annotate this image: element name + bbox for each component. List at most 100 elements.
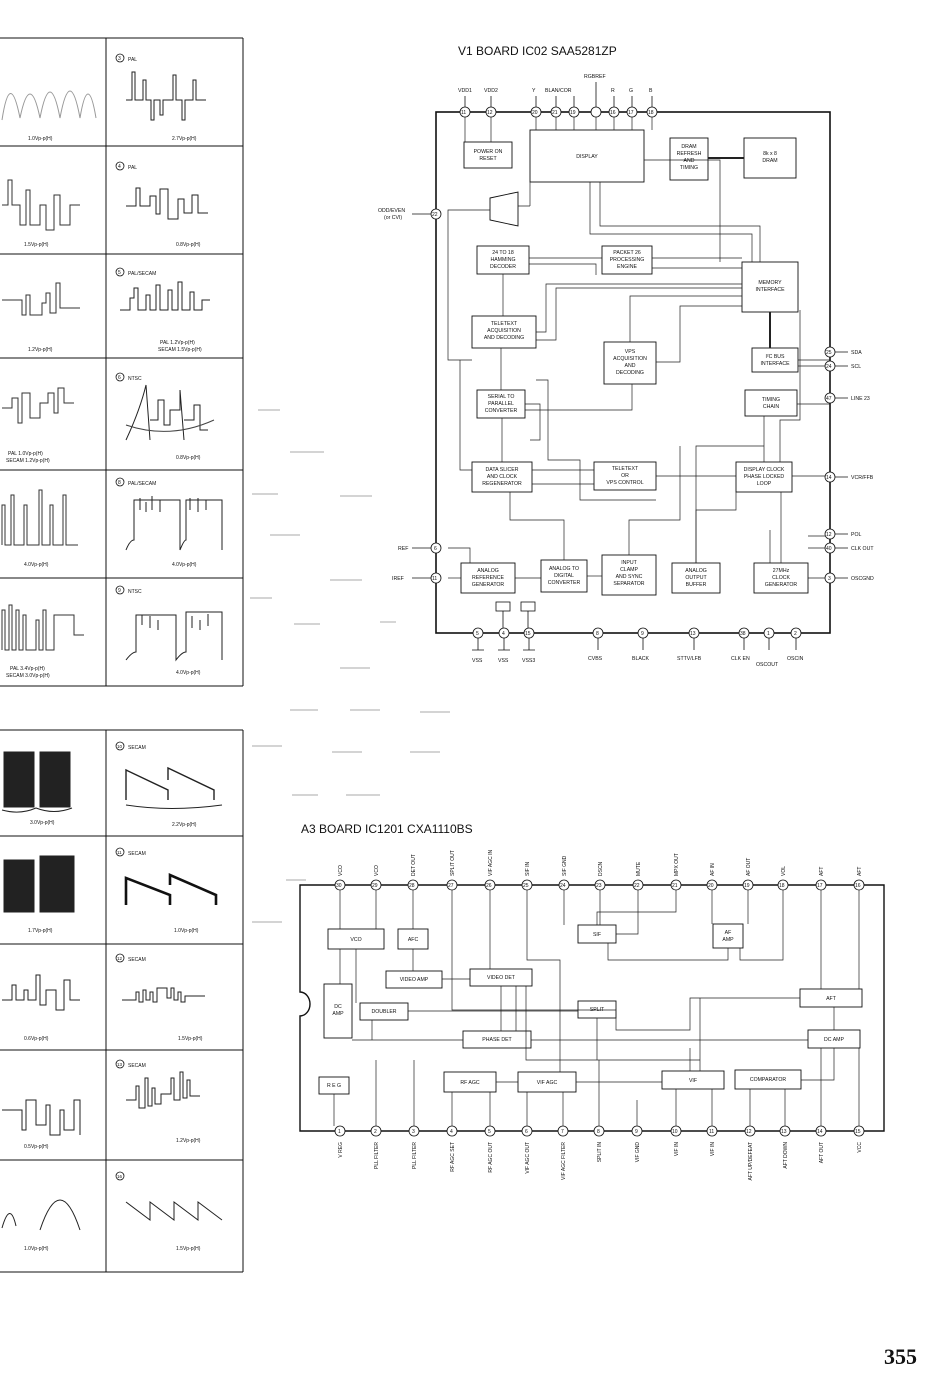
a3-ic-outline bbox=[299, 884, 885, 1132]
svg-text:PAL: PAL bbox=[128, 165, 137, 171]
svg-text:Y: Y bbox=[532, 88, 536, 94]
svg-text:14: 14 bbox=[817, 1129, 823, 1135]
svg-text:AMP: AMP bbox=[722, 937, 734, 943]
v1-bottom-pins bbox=[472, 601, 802, 651]
svg-text:ENGINE: ENGINE bbox=[617, 264, 637, 270]
waveform-cell-6: 6 NTSC 0.8Vp-p(H) bbox=[115, 372, 215, 461]
copy-artifacts bbox=[250, 409, 450, 923]
svg-text:DECODER: DECODER bbox=[490, 264, 516, 270]
svg-text:SPLIT OUT: SPLIT OUT bbox=[450, 850, 456, 876]
a3-top-pin-labels: VCO VCO DET OUT SPLIT OUT VIF AGC IN SIF… bbox=[338, 849, 863, 876]
v1-left-pin-labels: 22 6 11 ODD/EVEN (or CVI) REF IREF bbox=[378, 208, 438, 582]
svg-text:REGENERATOR: REGENERATOR bbox=[482, 481, 522, 487]
svg-text:21: 21 bbox=[552, 110, 558, 116]
svg-text:9: 9 bbox=[641, 631, 644, 637]
svg-text:R E G: R E G bbox=[327, 1083, 341, 1089]
svg-text:17: 17 bbox=[817, 883, 823, 889]
svg-text:10: 10 bbox=[672, 1129, 678, 1135]
svg-text:DISPLAY CLOCK: DISPLAY CLOCK bbox=[744, 467, 785, 473]
svg-text:DOUBLER: DOUBLER bbox=[371, 1009, 396, 1015]
a3-diagram-title: A3 BOARD IC1201 CXA1110BS bbox=[301, 822, 473, 836]
svg-text:COMPARATOR: COMPARATOR bbox=[750, 1077, 787, 1083]
v1-data-slicer bbox=[471, 461, 533, 493]
svg-text:21: 21 bbox=[672, 883, 678, 889]
waveform-cell-11: 11 SECAM 1.0Vp-p(H) bbox=[115, 847, 218, 934]
svg-text:6: 6 bbox=[434, 546, 437, 552]
svg-text:REFRESH: REFRESH bbox=[677, 151, 702, 157]
svg-text:SECAM: SECAM bbox=[128, 957, 146, 963]
svg-text:12: 12 bbox=[117, 956, 123, 961]
a3-doubler bbox=[359, 1002, 409, 1021]
svg-text:PLL FILTER: PLL FILTER bbox=[412, 1142, 418, 1169]
svg-text:PAL 3.4Vp-p(H): PAL 3.4Vp-p(H) bbox=[10, 666, 45, 672]
svg-text:DECODING: DECODING bbox=[616, 370, 644, 376]
svg-text:NTSC: NTSC bbox=[128, 376, 142, 382]
svg-text:0.8Vp-p(H): 0.8Vp-p(H) bbox=[176, 242, 201, 248]
a3-dc-amp-left bbox=[323, 983, 353, 1039]
waveform-cell-4: 4 PAL 0.8Vp-p(H) bbox=[115, 161, 208, 248]
svg-text:27: 27 bbox=[448, 883, 454, 889]
svg-text:SEPARATOR: SEPARATOR bbox=[613, 581, 644, 587]
svg-text:SECAM 3.0Vp-p(H): SECAM 3.0Vp-p(H) bbox=[6, 673, 50, 679]
a3-vif bbox=[661, 1070, 725, 1090]
v1-packet bbox=[601, 245, 653, 275]
svg-text:18: 18 bbox=[648, 110, 654, 116]
svg-text:ANALOG: ANALOG bbox=[477, 568, 499, 574]
svg-text:VIDEO AMP: VIDEO AMP bbox=[400, 977, 429, 983]
svg-text:OR: OR bbox=[621, 473, 629, 479]
svg-text:12: 12 bbox=[487, 110, 493, 116]
svg-text:5: 5 bbox=[476, 631, 479, 637]
svg-text:DRAM: DRAM bbox=[762, 158, 777, 164]
svg-text:VIF GND: VIF GND bbox=[635, 1142, 641, 1163]
svg-text:12: 12 bbox=[746, 1129, 752, 1135]
svg-text:2.2Vp-p(H): 2.2Vp-p(H) bbox=[172, 822, 197, 828]
waveform-sine bbox=[1, 90, 97, 121]
svg-text:16: 16 bbox=[855, 883, 861, 889]
svg-text:7: 7 bbox=[561, 1129, 564, 1135]
svg-text:DC: DC bbox=[334, 1004, 342, 1010]
svg-text:22: 22 bbox=[432, 212, 438, 218]
svg-text:CVBS: CVBS bbox=[588, 656, 603, 662]
svg-text:GENERATOR: GENERATOR bbox=[472, 582, 505, 588]
svg-text:ANALOG TO: ANALOG TO bbox=[549, 566, 579, 572]
svg-text:OUTPUT: OUTPUT bbox=[685, 575, 707, 581]
svg-text:SECAM: SECAM bbox=[128, 745, 146, 751]
v1-serial bbox=[476, 389, 526, 419]
svg-text:PHASE LOCKED: PHASE LOCKED bbox=[744, 474, 785, 480]
svg-text:STTV/LFB: STTV/LFB bbox=[677, 656, 702, 662]
waveform-left-labels-bottom: 3.0Vp-p(H) 1.7Vp-p(H) 0.6Vp-p(H) 0.5Vp-p… bbox=[24, 820, 55, 1252]
waveform-table-top bbox=[0, 37, 244, 687]
waveform-left-column-bottom bbox=[1, 751, 81, 1231]
svg-text:4.0Vp-p(H): 4.0Vp-p(H) bbox=[172, 562, 197, 568]
svg-text:CONVERTER: CONVERTER bbox=[548, 580, 581, 586]
svg-text:LOOP: LOOP bbox=[757, 481, 772, 487]
svg-text:SCL: SCL bbox=[851, 364, 861, 370]
svg-text:AF OUT: AF OUT bbox=[746, 858, 752, 876]
v1-right-pins bbox=[824, 346, 848, 584]
svg-text:4.0Vp-p(H): 4.0Vp-p(H) bbox=[24, 562, 49, 568]
svg-text:PAL/SECAM: PAL/SECAM bbox=[128, 481, 156, 487]
svg-text:24: 24 bbox=[826, 364, 832, 370]
svg-text:24: 24 bbox=[560, 883, 566, 889]
svg-text:CHAIN: CHAIN bbox=[763, 404, 779, 410]
svg-text:6: 6 bbox=[525, 1129, 528, 1135]
svg-text:VCR/FFB: VCR/FFB bbox=[851, 475, 874, 481]
svg-text:AMP: AMP bbox=[332, 1011, 344, 1017]
a3-bottom-pins bbox=[334, 1125, 865, 1137]
v1-left-pins bbox=[412, 208, 442, 584]
svg-text:MUTE: MUTE bbox=[636, 861, 642, 876]
waveform-table-bottom bbox=[0, 729, 244, 1273]
svg-text:I²C BUS: I²C BUS bbox=[765, 354, 785, 360]
svg-text:1.5Vp-p(H): 1.5Vp-p(H) bbox=[178, 1036, 203, 1042]
svg-text:PHASE DET: PHASE DET bbox=[482, 1037, 512, 1043]
v1-power-on-reset bbox=[463, 141, 513, 169]
waveform-cell-8: 8 PAL/SECAM 4.0Vp-p(H) bbox=[115, 477, 223, 568]
svg-text:CLK OUT: CLK OUT bbox=[851, 546, 874, 552]
waveform-cell-9: 9 NTSC 4.0Vp-p(H) bbox=[115, 585, 223, 676]
v1-bottom-pin-labels: 5 4 15 8 9 13 38 1 2 VSS VSS VSS3 CVBS B… bbox=[472, 631, 804, 668]
v1-connections bbox=[447, 117, 830, 579]
svg-text:27MHz: 27MHz bbox=[773, 568, 790, 574]
svg-text:20: 20 bbox=[532, 110, 538, 116]
svg-text:1.7Vp-p(H): 1.7Vp-p(H) bbox=[28, 928, 53, 934]
svg-text:30: 30 bbox=[336, 883, 342, 889]
